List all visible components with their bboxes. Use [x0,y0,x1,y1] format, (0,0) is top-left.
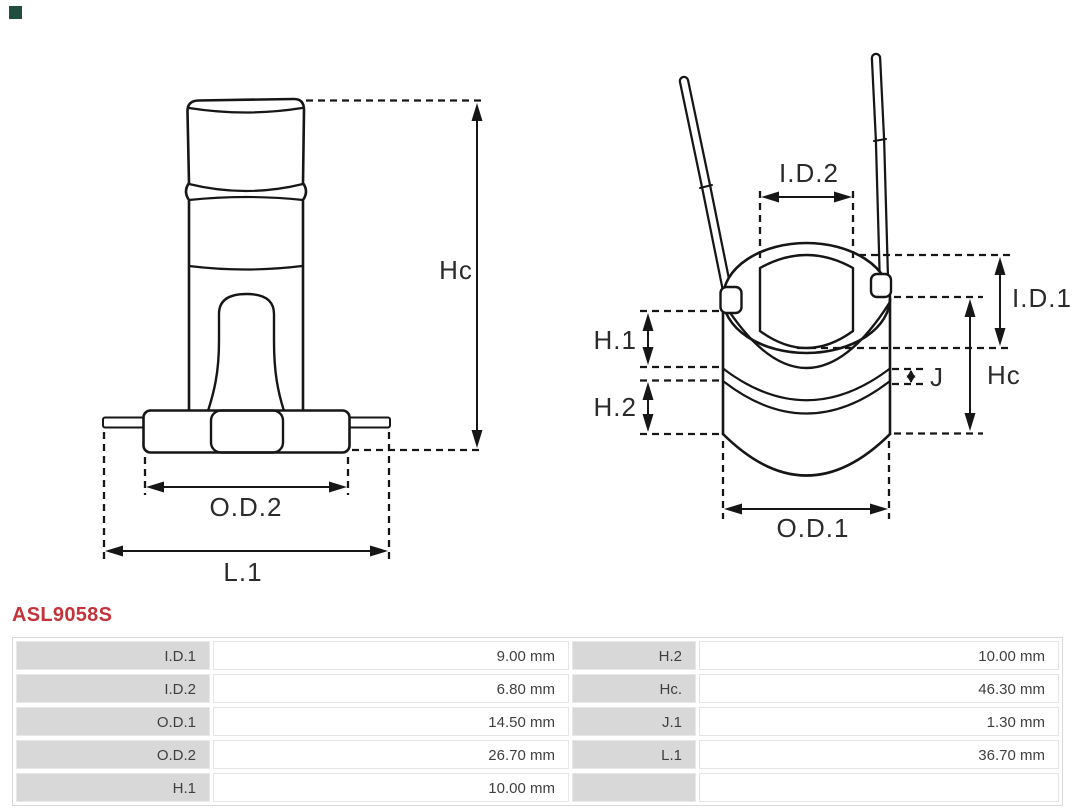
left-view-body-outline [184,97,308,414]
arrowhead [642,313,654,331]
left-view-dimensions: Hc O.D.2 L.1 [102,99,484,587]
right-view-wires [678,52,890,296]
arrowhead [761,191,779,203]
right-view-terminal-left [719,285,743,315]
part-number-title: ASL9058S [12,604,113,626]
arrowhead [870,503,888,515]
left-view-neck-line-2 [187,195,305,202]
right-view-rim-lip [721,300,892,369]
spec-value-cell: 46.30 mm [699,674,1059,703]
arrowhead [906,375,916,383]
left-view-slot [206,292,286,413]
dim-label-id2: I.D.2 [779,158,839,188]
spec-label-cell: J.1 [572,707,696,736]
dim-label-od2: O.D.2 [210,492,283,522]
wire-right-joint-tick [873,138,887,142]
spec-label-cell: O.D.1 [16,707,210,736]
arrowhead [642,414,654,432]
spec-label-cell: L.1 [572,740,696,769]
spec-label-cell: H.1 [16,773,210,802]
spec-label-cell: I.D.2 [16,674,210,703]
spec-label-cell: Hc. [572,674,696,703]
left-view [102,97,391,454]
arrowhead [471,103,483,121]
arrowhead [964,299,976,317]
left-view-cap-line [187,106,304,114]
arrowhead [471,430,483,448]
arrowhead [329,481,347,493]
wire-left-core [681,78,730,293]
spec-value-cell: 36.70 mm [699,740,1059,769]
arrowhead [105,545,123,557]
dim-label-hc-left: Hc [439,255,473,285]
left-view-flange-inner [209,409,285,454]
wire-left-joint-tick [699,184,713,189]
dim-label-h2: H.2 [594,392,637,422]
left-view-tab-left [102,416,145,429]
arrowhead [642,347,654,365]
left-view-section-arc [187,264,304,271]
spec-label-cell: I.D.1 [16,641,210,670]
spec-value-cell: 26.70 mm [213,740,569,769]
arrowhead [370,545,388,557]
corner-logo-mark [9,6,22,19]
arrowhead [724,503,742,515]
spec-value-cell: 9.00 mm [213,641,569,670]
arrowhead [834,191,852,203]
technical-drawing: Hc O.D.2 L.1 [102,52,1072,587]
right-view-terminal-right [869,272,893,299]
left-view-tab-right [348,416,391,429]
arrowhead [146,481,164,493]
left-view-neck-line-1 [187,182,305,193]
left-view-flange [142,409,351,454]
spec-value-cell: 10.00 mm [213,773,569,802]
spec-value-cell [699,773,1059,802]
arrowhead [964,413,976,431]
arrowhead [642,382,654,400]
dim-label-od1: O.D.1 [777,513,850,543]
dim-label-l1: L.1 [223,557,262,587]
dim-label-h1: H.1 [594,325,637,355]
arrowhead [994,257,1006,275]
dim-label-hc-right: Hc [987,360,1021,390]
dim-label-id1: I.D.1 [1012,283,1072,313]
spec-table: I.D.1 9.00 mm H.2 10.00 mm I.D.2 6.80 mm… [12,637,1063,806]
arrowhead [994,328,1006,346]
spec-label-cell: H.2 [572,641,696,670]
spec-label-cell [572,773,696,802]
spec-value-cell: 10.00 mm [699,641,1059,670]
spec-value-cell: 6.80 mm [213,674,569,703]
dim-label-j: J [930,362,944,392]
spec-value-cell: 14.50 mm [213,707,569,736]
right-view [678,52,893,477]
right-view-gap-arc-2 [721,379,892,415]
right-view-bottom-arc [721,432,892,477]
spec-label-cell: O.D.2 [16,740,210,769]
right-view-bore [758,253,855,350]
right-view-dimensions: I.D.2 I.D.1 H.1 H.2 J Hc O.D.1 [594,158,1072,543]
right-view-gap-arc-1 [721,367,892,402]
spec-value-cell: 1.30 mm [699,707,1059,736]
